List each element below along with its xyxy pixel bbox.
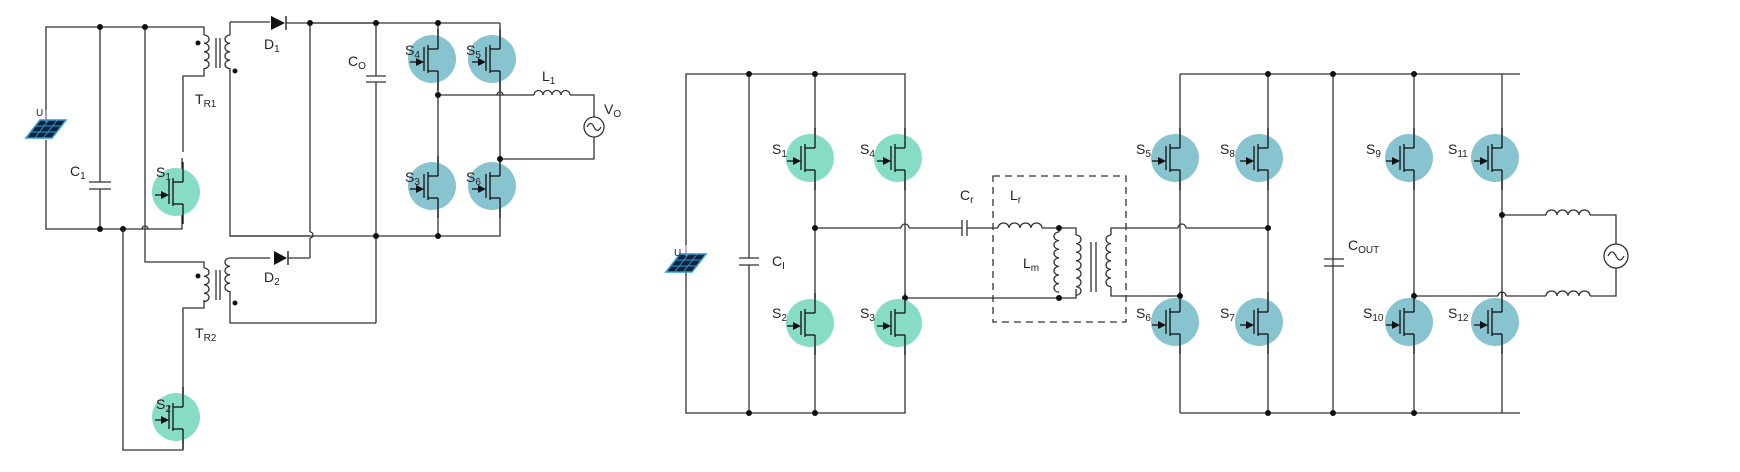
switch-r-s6-body: [1151, 298, 1199, 346]
inductor-lm-label: Lm: [1023, 255, 1039, 274]
switch-r-s2-body: [786, 299, 834, 347]
switch-s4-body: [408, 35, 456, 83]
switch-r-s3-label: S3: [860, 305, 875, 324]
switch-r-s7-label: S7: [1220, 305, 1235, 324]
solar-panel-icon: [665, 253, 707, 273]
solar-panel-icon: [25, 119, 67, 139]
source-label: U: [36, 108, 43, 119]
switch-s5-body: [468, 35, 516, 83]
inductor-l1-label: L1: [542, 68, 556, 87]
diode-d1-label: D1: [264, 36, 280, 55]
cap-cout-label: COUT: [1348, 237, 1379, 256]
switch-s5-label: S5: [466, 42, 481, 61]
cap-c1-label: C1: [70, 163, 86, 182]
transformer-tr1-label: TR1: [195, 91, 217, 110]
switch-r-s11-label: S11: [1448, 141, 1468, 160]
switch-r-s8-label: S8: [1220, 141, 1235, 160]
switch-s4-label: S4: [405, 42, 420, 61]
switch-r-s5-body: [1151, 134, 1199, 182]
switch-r-s10-label: S10: [1363, 305, 1384, 324]
switch-r-s7-body: [1235, 298, 1283, 346]
diode-d2-label: D2: [264, 269, 280, 288]
switch-r-s6-label: S6: [1136, 305, 1151, 324]
switch-r-s12-label: S12: [1448, 305, 1469, 324]
switch-s2-body: [152, 393, 200, 441]
switch-r-s12-body: [1471, 298, 1519, 346]
switch-r-s10-body: [1385, 298, 1433, 346]
switch-r-s2-label: S2: [772, 305, 787, 324]
diode-d2-icon: [274, 251, 287, 265]
switch-r-s9-label: S9: [1366, 141, 1381, 160]
transformer-tr2-label: TR2: [195, 325, 217, 344]
left-labels: U C1 S1 S2 TR1 TR2 D1 D2 CO S4 S5 S3 S6 …: [36, 36, 621, 415]
switch-r-s1-body: [786, 134, 834, 182]
switch-r-s4-label: S4: [860, 141, 875, 160]
output-vo-label: VO: [604, 101, 621, 120]
switch-s3-label: S3: [405, 169, 420, 188]
switch-r-s5-label: S5: [1136, 141, 1151, 160]
switch-r-s11-body: [1471, 134, 1519, 182]
right-labels: U CI S1 S4 S2 S3 Cr Lr Lm S5 S8 S6 S7 CO…: [674, 141, 1469, 324]
cap-cr-label: Cr: [960, 187, 974, 206]
switch-s6-body: [468, 162, 516, 210]
cap-ci-label: CI: [772, 253, 785, 272]
left-circuit: [25, 16, 605, 451]
switch-r-s9-body: [1385, 134, 1433, 182]
cap-co-label: CO: [348, 53, 366, 72]
source-label: U: [674, 248, 681, 259]
diode-d1-icon: [271, 16, 285, 30]
inductor-lr-label: Lr: [1010, 187, 1022, 206]
right-circuit: [665, 71, 1629, 416]
switch-r-s8-body: [1235, 134, 1283, 182]
transformer-box: [992, 175, 1127, 323]
switch-r-s4-body: [874, 134, 922, 182]
switch-r-s3-body: [874, 299, 922, 347]
switch-s6-label: S6: [466, 169, 481, 188]
switch-r-s1-label: S1: [772, 141, 787, 160]
switch-s1-body: [152, 168, 200, 216]
switch-s2-label: S2: [156, 396, 171, 415]
switch-s3-body: [408, 162, 456, 210]
switch-s1-label: S1: [156, 164, 171, 183]
